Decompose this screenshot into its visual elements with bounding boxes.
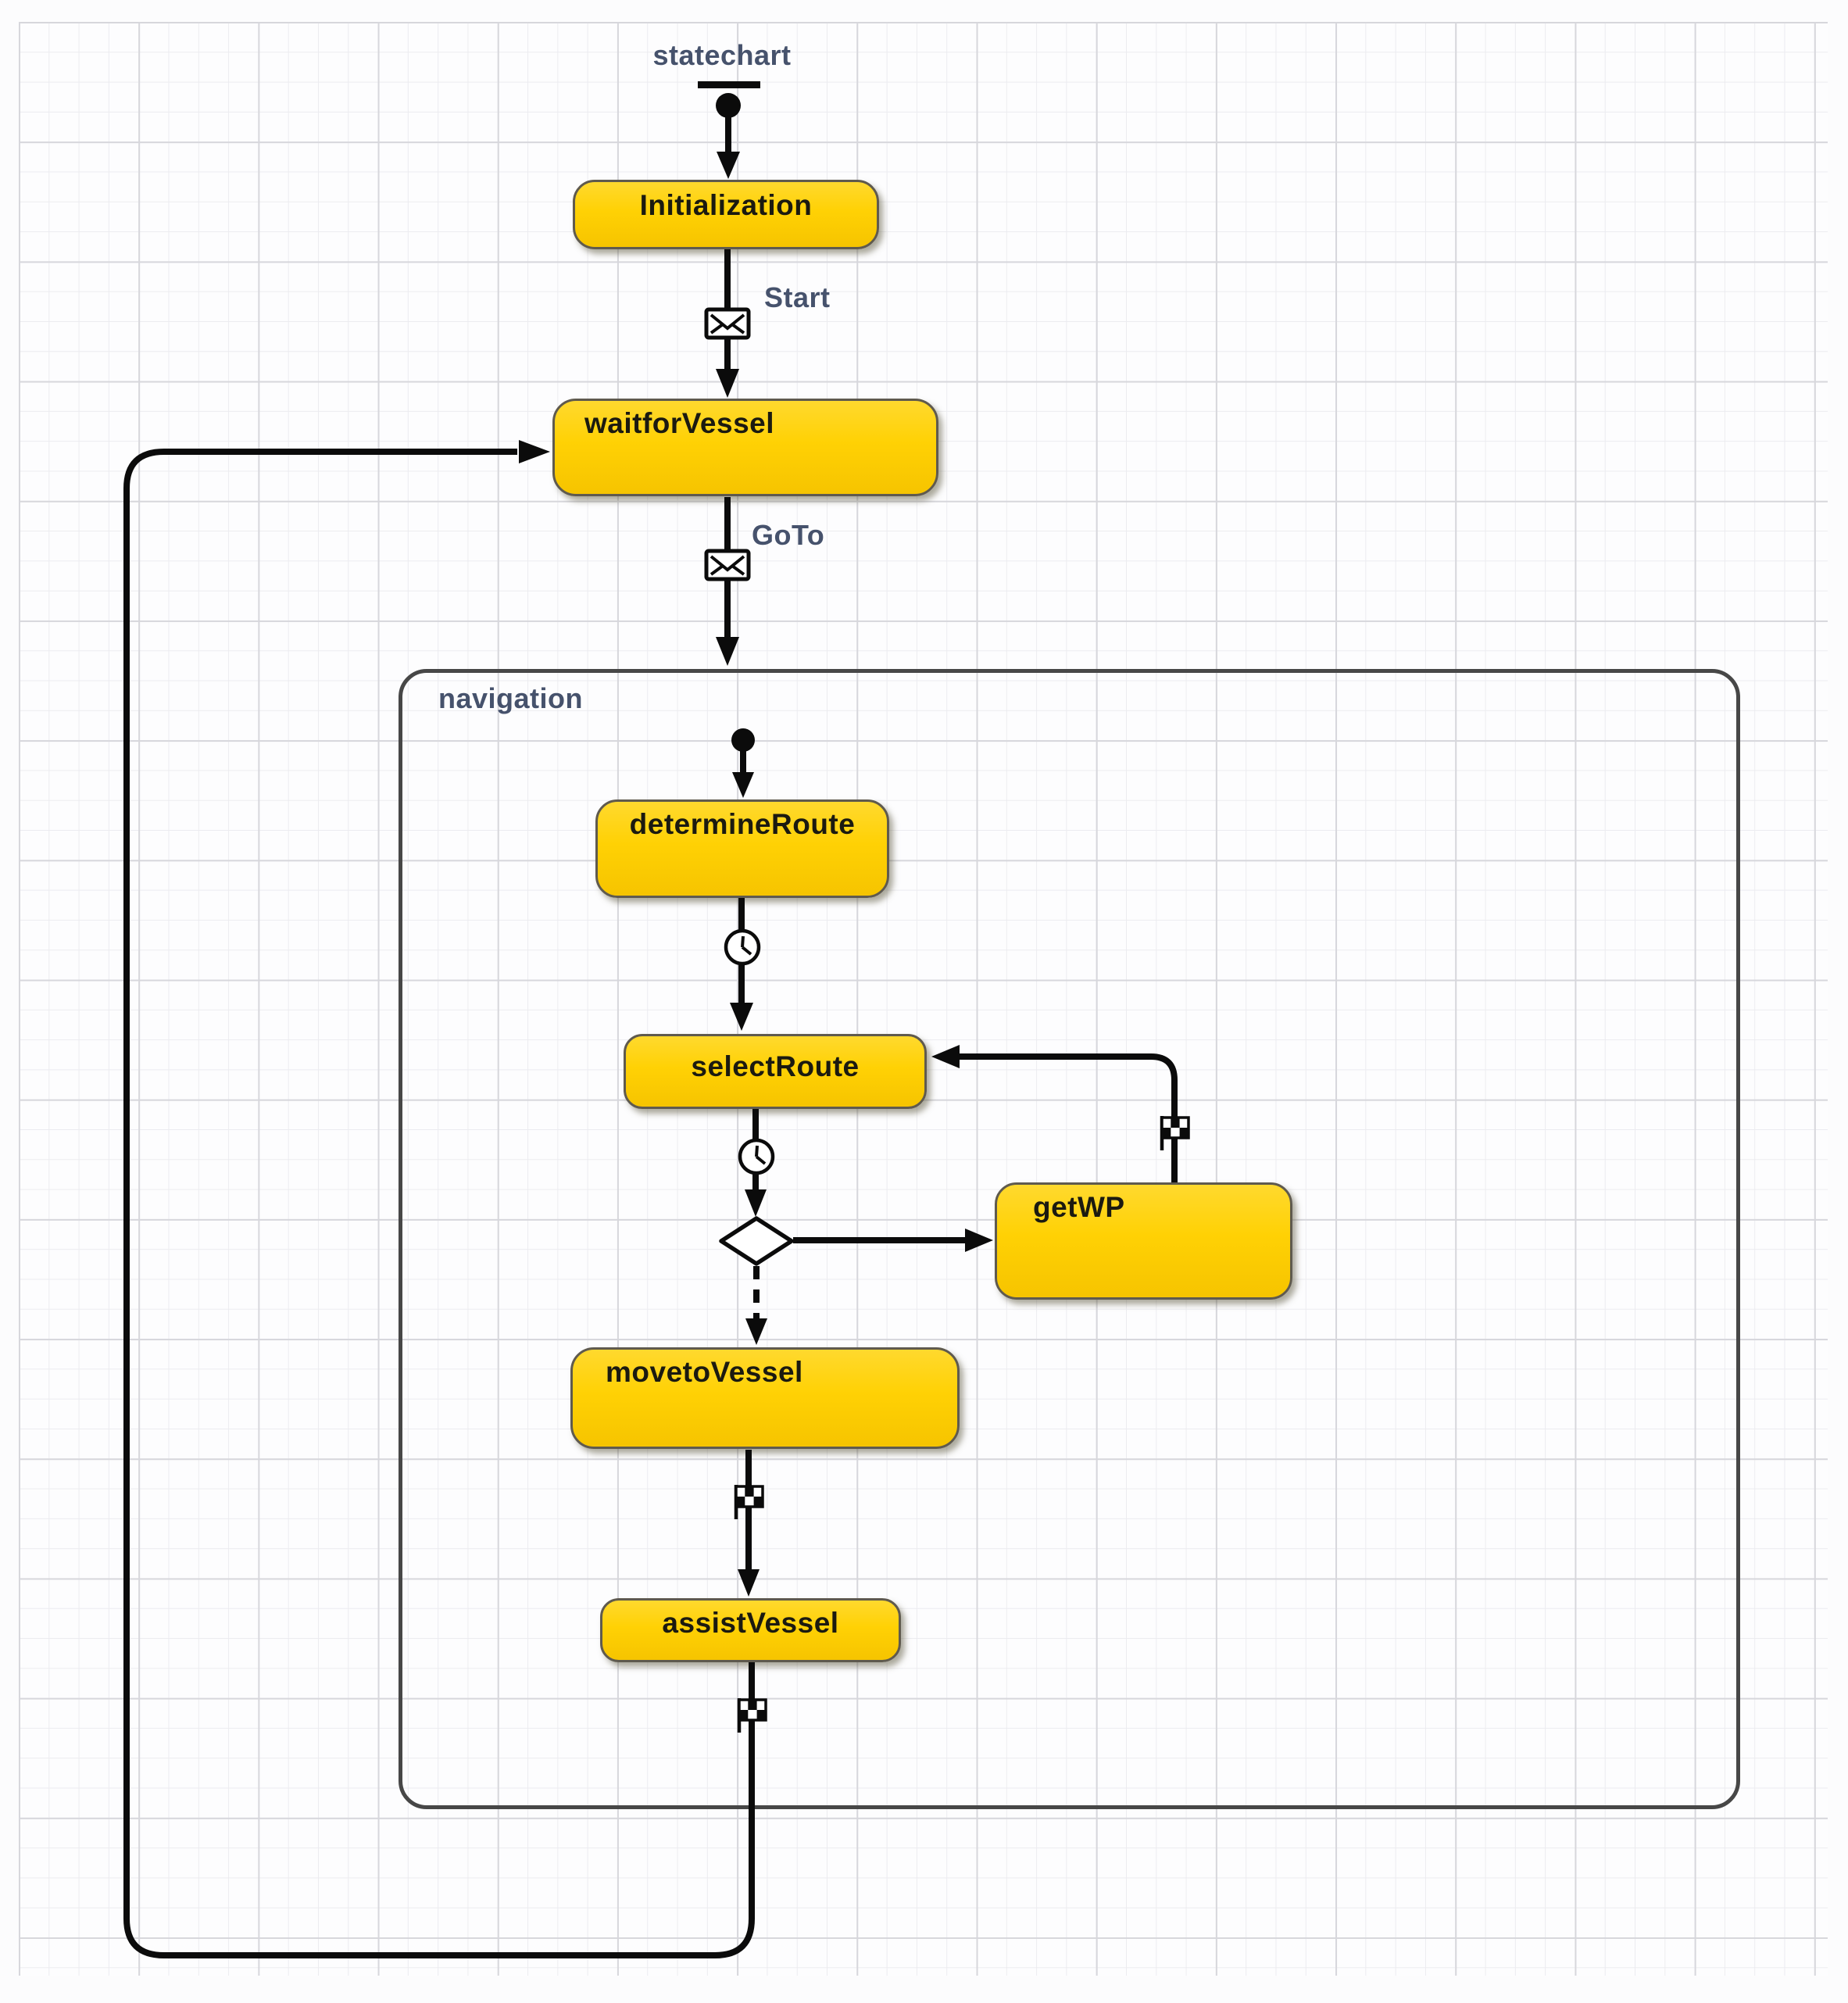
statechart-title: statechart: [652, 39, 792, 71]
state-movetoVessel-label: movetoVessel: [606, 1356, 803, 1388]
transition-start[interactable]: [704, 249, 751, 398]
state-determineRoute-label: determineRoute: [629, 808, 856, 840]
arrowhead: [738, 1569, 760, 1597]
state-initialization-label: Initialization: [639, 189, 813, 221]
arrowhead: [716, 369, 739, 398]
transition-assist-to-wait-loop[interactable]: [123, 440, 767, 1958]
state-waitforVessel[interactable]: waitforVessel: [552, 399, 938, 496]
state-selectRoute-label: selectRoute: [691, 1050, 860, 1082]
statechart-entry-pointer[interactable]: [698, 81, 760, 179]
arrowhead: [730, 1003, 753, 1031]
state-movetoVessel[interactable]: movetoVessel: [570, 1347, 960, 1449]
state-getWP[interactable]: getWP: [995, 1182, 1292, 1300]
envelope-icon: [704, 549, 751, 581]
state-assistVessel-label: assistVessel: [662, 1607, 839, 1639]
branch-diamond-icon[interactable]: [719, 1216, 794, 1266]
transition-getwp-to-select[interactable]: [931, 1045, 1190, 1182]
composite-state-navigation[interactable]: navigation: [399, 669, 1740, 1809]
envelope-icon: [704, 307, 751, 340]
state-assistVessel[interactable]: assistVessel: [600, 1598, 901, 1662]
transition-moveto-to-assist[interactable]: [734, 1450, 764, 1597]
transition-branch-to-getwp[interactable]: [793, 1229, 993, 1252]
transition-determine-to-select[interactable]: [724, 898, 761, 1031]
state-waitforVessel-label: waitforVessel: [584, 407, 775, 439]
arrowhead: [965, 1229, 993, 1252]
arrowhead: [732, 772, 754, 798]
transition-branch-to-moveto-default[interactable]: [745, 1266, 767, 1345]
state-determineRoute[interactable]: determineRoute: [595, 799, 889, 898]
title-underline: [698, 81, 760, 88]
checkered-flag-icon: [737, 1698, 767, 1733]
grid-paper: [19, 22, 1828, 1976]
arrowhead: [745, 1318, 767, 1345]
clock-icon: [724, 928, 761, 966]
arrowhead: [745, 1189, 767, 1217]
arrowhead: [716, 637, 739, 666]
arrowhead: [519, 440, 550, 463]
arrowhead: [717, 152, 740, 179]
clock-icon: [738, 1138, 775, 1175]
transition-goto-label: GoTo: [752, 519, 825, 551]
navigation-entry-pointer[interactable]: [731, 728, 755, 798]
initial-pointer-dot: [731, 728, 755, 752]
initial-pointer-dot: [716, 93, 741, 118]
state-initialization[interactable]: Initialization: [573, 180, 879, 249]
transition-select-to-branch[interactable]: [738, 1109, 775, 1217]
state-selectRoute[interactable]: selectRoute: [624, 1034, 927, 1109]
checkered-flag-icon: [734, 1485, 764, 1519]
state-getWP-label: getWP: [1033, 1191, 1125, 1223]
transition-start-label: Start: [764, 281, 831, 313]
transition-goto[interactable]: [704, 497, 751, 666]
checkered-flag-icon: [1160, 1116, 1190, 1150]
composite-state-navigation-label: navigation: [438, 682, 584, 714]
arrowhead: [931, 1045, 960, 1068]
